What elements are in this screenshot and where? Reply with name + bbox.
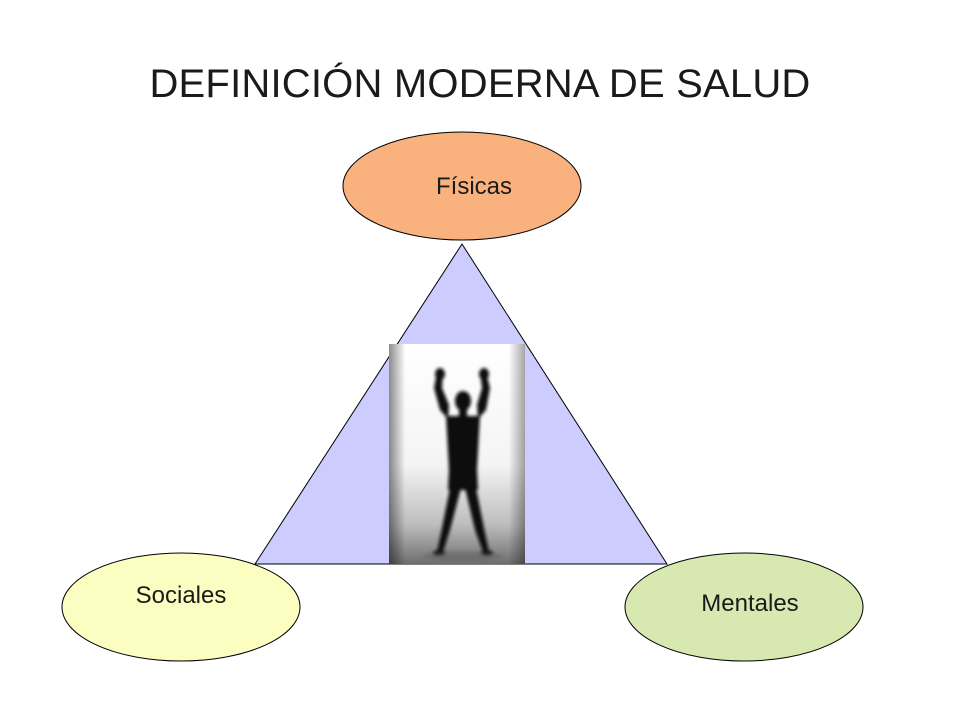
mentales-ellipse (624, 552, 864, 662)
node-fisicas: Físicas (342, 131, 582, 241)
sociales-ellipse (61, 552, 301, 662)
mentales-label: Mentales (701, 590, 798, 617)
page-title: DEFINICIÓN MODERNA DE SALUD (149, 62, 811, 106)
sociales-label: Sociales (136, 582, 227, 609)
fisicas-label: Físicas (436, 173, 512, 200)
node-mentales: Mentales (624, 552, 864, 662)
person-silhouette-image (389, 344, 525, 564)
fisicas-ellipse (342, 131, 582, 241)
node-sociales: Sociales (61, 552, 301, 662)
